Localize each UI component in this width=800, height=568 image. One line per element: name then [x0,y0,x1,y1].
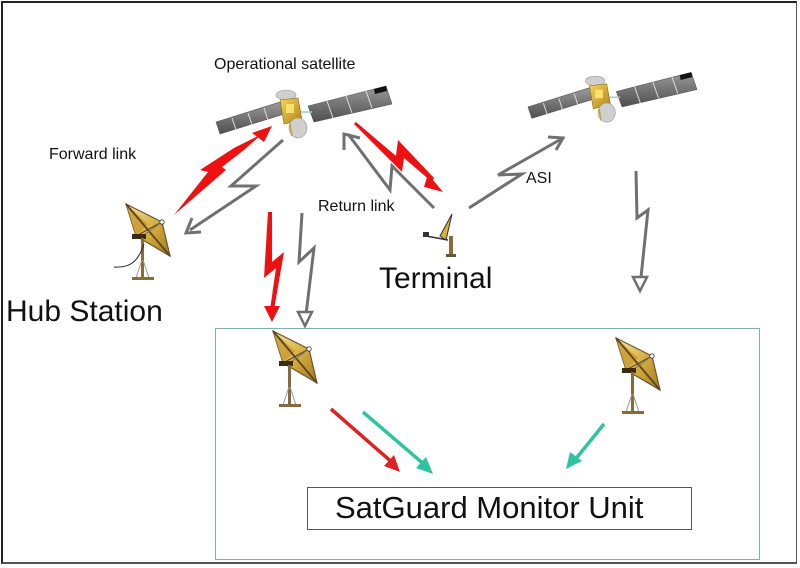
hub-station-label: Hub Station [6,295,163,328]
monitor-green-link-arrow-2 [566,422,606,469]
operational-satellite-label: Operational satellite [214,56,356,73]
monitoring-region [215,328,760,560]
return-link-downlink-arrow [354,122,443,192]
forward-link-downlink-arrow [183,138,284,235]
terminal-dish-icon [423,213,456,257]
hub-station-dish-icon [113,203,171,281]
return-link-uplink-arrow [342,132,436,210]
monitor-dish-2-icon [615,337,661,415]
return-link-label: Return link [318,198,395,215]
asi-label: ASI [526,170,552,187]
return-signal-to-monitor-arrow [295,212,316,329]
monitor-red-link-arrow [329,407,400,472]
asi-interference-arrow [468,135,566,210]
satguard-monitor-unit-box: SatGuard Monitor Unit [307,487,692,530]
adjacent-satellite-icon [527,71,698,123]
forward-link-label: Forward link [49,146,137,163]
adjacent-signal-to-monitor-arrow [630,170,650,294]
monitor-unit-label: SatGuard Monitor Unit [335,490,644,525]
forward-signal-to-monitor-arrow [264,212,284,322]
forward-link-uplink-arrow [174,126,272,215]
monitor-green-link-arrow-1 [361,410,433,474]
monitor-dish-1-icon [272,330,318,408]
terminal-label: Terminal [379,262,493,295]
